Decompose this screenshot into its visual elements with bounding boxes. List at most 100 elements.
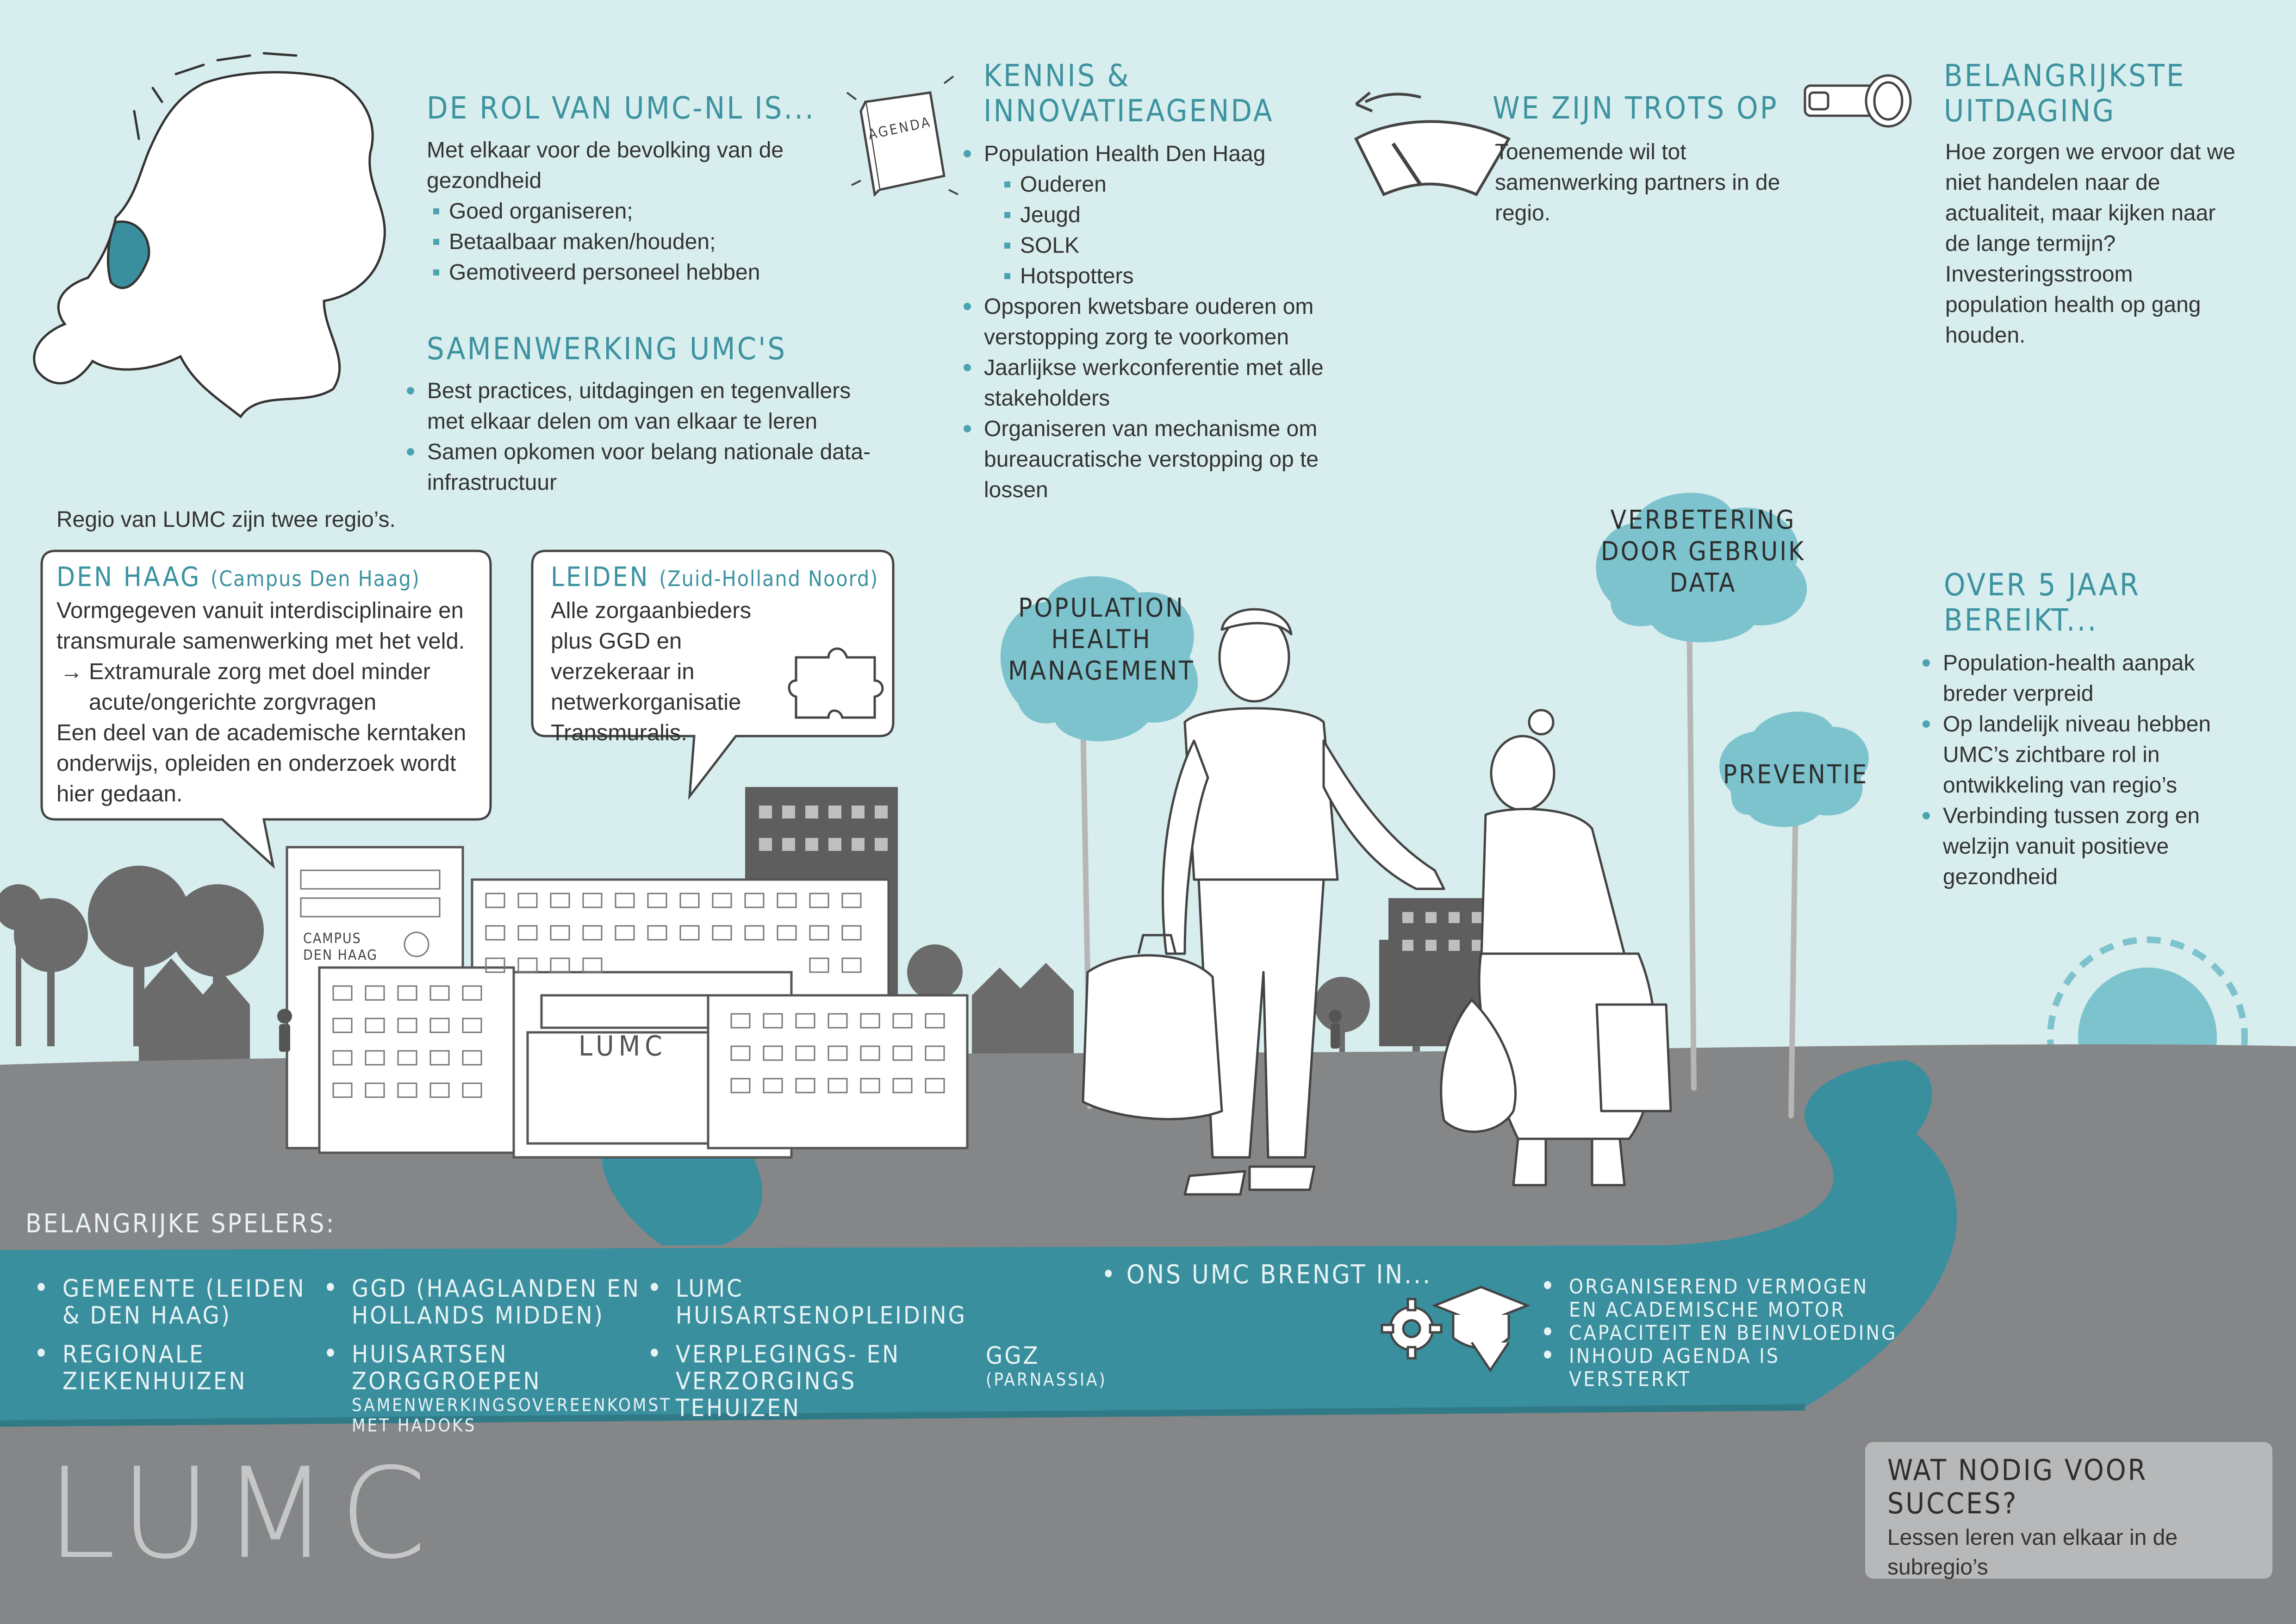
kennis-heading-line2: innovatieagenda xyxy=(983,93,1274,129)
spelers-col4: GGZ(Parnassia) xyxy=(986,1343,1134,1390)
samenwerking-heading: Samenwerking UMC's xyxy=(427,331,787,367)
leiden-title: Leiden (Zuid-Holland Noord) xyxy=(551,560,884,595)
leiden-text: Alle zorgaanbieders plus GGD en verzeker… xyxy=(551,598,752,745)
succes-content: Wat nodig voor succes? Lessen leren van … xyxy=(1887,1454,2258,1582)
speler-item-main: Gemeente (Leiden & Den Haag) xyxy=(62,1275,306,1330)
samenwerking-item: Samen opkomen voor belang nationale data… xyxy=(405,437,886,498)
woman-illustration xyxy=(1440,709,1672,1187)
speler-item-main: GGD (Haaglanden en Hollands Midden) xyxy=(352,1275,641,1330)
rol-heading: De rol van UMC-NL is... xyxy=(427,90,815,126)
arrow-right-icon: → xyxy=(60,659,83,684)
uitdaging-heading-line1: Belangrijkste xyxy=(1944,58,2186,94)
speler-item-main: LUMC Huisartsenopleiding xyxy=(676,1275,967,1330)
spelers-col3: LUMC Huisartsenopleiding Verplegings- en… xyxy=(647,1274,965,1422)
cloud-phm-line: Health xyxy=(1051,625,1152,655)
denhaag-arrow-text: Extramurale zorg met doel minder acute/o… xyxy=(89,659,431,715)
denhaag-bubble xyxy=(40,550,492,869)
uitdaging-heading-line2: uitdaging xyxy=(1944,93,2116,129)
cloud-phm-line: Population xyxy=(1018,593,1185,623)
speler-item: Verplegings- en verzorgings tehuizen xyxy=(647,1340,944,1422)
cloud-phm: Population Health Management xyxy=(995,593,1208,687)
rol-item: Gemotiveerd personeel hebben xyxy=(427,257,815,288)
brengt-item: Inhoud agenda is versterkt xyxy=(1540,1344,1902,1391)
brengt-item: Capaciteit en beinvloeding xyxy=(1540,1321,1902,1345)
idea-clouds xyxy=(1000,493,1869,827)
speler-item-note: (Parnassia) xyxy=(986,1369,1107,1390)
speler-item-main: Huisartsen zorggroepen xyxy=(352,1341,541,1395)
leiden-title-main: Leiden xyxy=(551,561,650,593)
over5-heading-line2: bereikt... xyxy=(1944,602,2098,638)
rol-intro: Met elkaar voor de bevolking van de gezo… xyxy=(427,138,784,193)
campus-sign: CAMPUS DEN HAAG xyxy=(303,931,378,964)
rol-item: Betaalbaar maken/houden; xyxy=(427,227,815,257)
kennis-subitem: Hotspotters xyxy=(998,261,1369,292)
uitdaging-heading: Belangrijkste uitdaging xyxy=(1944,58,2186,129)
kennis-subitem: Ouderen xyxy=(998,169,1369,200)
cloud-preventie: Preventie xyxy=(1723,760,1869,790)
speler-item: Regionale ziekenhuizen xyxy=(34,1340,308,1395)
cloud-phm-line: Management xyxy=(1008,656,1195,686)
kennis-item: Population Health Den Haag Ouderen Jeugd… xyxy=(962,139,1369,292)
cloud-data: Verbetering door gebruik data xyxy=(1592,505,1814,599)
brengt-heading-text: Ons UMC brengt in... xyxy=(1126,1260,1432,1290)
speler-item: GGD (Haaglanden en Hollands Midden) xyxy=(323,1274,648,1330)
uitdaging-text: Hoe zorgen we ervoor dat we niet handele… xyxy=(1945,140,2235,348)
samenwerking-list: Best practices, uitdagingen en tegenvall… xyxy=(405,376,886,498)
rol-section: Met elkaar voor de bevolking van de gezo… xyxy=(427,135,815,288)
kennis-heading-line1: Kennis & xyxy=(983,58,1131,94)
speler-item-main: Verplegings- en verzorgings tehuizen xyxy=(676,1341,901,1422)
graduation-cap-icon xyxy=(1431,1286,1531,1373)
binoculars-icon xyxy=(1804,74,1912,128)
over5-item: Verbinding tussen zorg en welzijn vanuit… xyxy=(1921,801,2240,893)
puzzle-icon xyxy=(788,647,884,719)
river xyxy=(601,1143,763,1245)
denhaag-p1: Vormgegeven vanuit interdisciplinaire en… xyxy=(56,598,465,654)
kennis-list: Population Health Den Haag Ouderen Jeugd… xyxy=(962,139,1369,506)
denhaag-title: Den Haag (Campus Den Haag) xyxy=(56,560,482,595)
pedestrian-silhouettes xyxy=(277,1009,1342,1052)
speler-item: GGZ(Parnassia) xyxy=(986,1343,1134,1390)
spelers-heading: Belangrijke spelers: xyxy=(25,1209,336,1239)
succes-panel xyxy=(1865,1442,2272,1579)
trots-heading: We zijn trots op xyxy=(1493,90,1779,126)
denhaag-title-main: Den Haag xyxy=(56,561,201,593)
gear-icon xyxy=(1381,1298,1443,1360)
gauge-icon xyxy=(1354,91,1511,196)
denhaag-p2: Een deel van de academische kerntaken on… xyxy=(56,720,467,806)
kennis-subitem: SOLK xyxy=(998,231,1369,261)
lumc-logo: LUMC xyxy=(46,1441,437,1587)
campus-sign-line: DEN HAAG xyxy=(303,947,378,963)
campus-sign-line: CAMPUS xyxy=(303,931,361,947)
kennis-item: Jaarlijkse werkconferentie met alle stak… xyxy=(962,353,1369,414)
denhaag-title-sub: (Campus Den Haag) xyxy=(210,566,420,591)
speler-item-main: Regionale ziekenhuizen xyxy=(62,1341,247,1395)
over5-item: Population-health aanpak breder verpreid xyxy=(1921,648,2240,709)
building-windows xyxy=(300,869,945,1098)
bullet-dot-icon: • xyxy=(1101,1260,1126,1290)
cloud-data-line: data xyxy=(1669,568,1737,598)
speler-item-main: GGZ xyxy=(986,1342,1040,1370)
speler-item: LUMC Huisartsenopleiding xyxy=(647,1274,965,1329)
denhaag-content: Den Haag (Campus Den Haag) Vormgegeven v… xyxy=(56,560,482,809)
spelers-col1: Gemeente (Leiden & Den Haag) Regionale z… xyxy=(34,1274,308,1395)
over5-heading: Over 5 jaar bereikt... xyxy=(1944,568,2140,638)
over5-list: Population-health aanpak breder verpreid… xyxy=(1921,648,2240,893)
samenwerking-item: Best practices, uitdagingen en tegenvall… xyxy=(405,376,886,437)
regio-text: Regio van LUMC zijn twee regio’s. xyxy=(56,507,396,532)
lumc-building-sign: LUMC xyxy=(579,1030,667,1062)
brengt-heading: • Ons UMC brengt in... xyxy=(1101,1262,1432,1288)
leiden-bubble xyxy=(531,550,895,800)
spelers-col2: GGD (Haaglanden en Hollands Midden) Huis… xyxy=(323,1274,672,1436)
over5-item: Op landelijk niveau hebben UMC’s zichtba… xyxy=(1921,709,2240,801)
kennis-item: Opsporen kwetsbare ouderen om verstoppin… xyxy=(962,292,1369,353)
man-illustration xyxy=(1082,608,1445,1196)
succes-heading: Wat nodig voor succes? xyxy=(1887,1453,2148,1520)
speler-item-note: Samenwerkingsovereenkomst met Hadoks xyxy=(352,1395,672,1436)
kennis-item: Organiseren van mechanisme om bureaucrat… xyxy=(962,414,1369,506)
cloud-data-line: Verbetering xyxy=(1610,505,1796,535)
kennis-subitem: Jeugd xyxy=(998,200,1369,231)
succes-text: Lessen leren van elkaar in de subregio’s xyxy=(1887,1525,2178,1580)
rol-item: Goed organiseren; xyxy=(427,196,815,227)
denhaag-arrow-item: → Extramurale zorg met doel minder acute… xyxy=(56,656,482,718)
